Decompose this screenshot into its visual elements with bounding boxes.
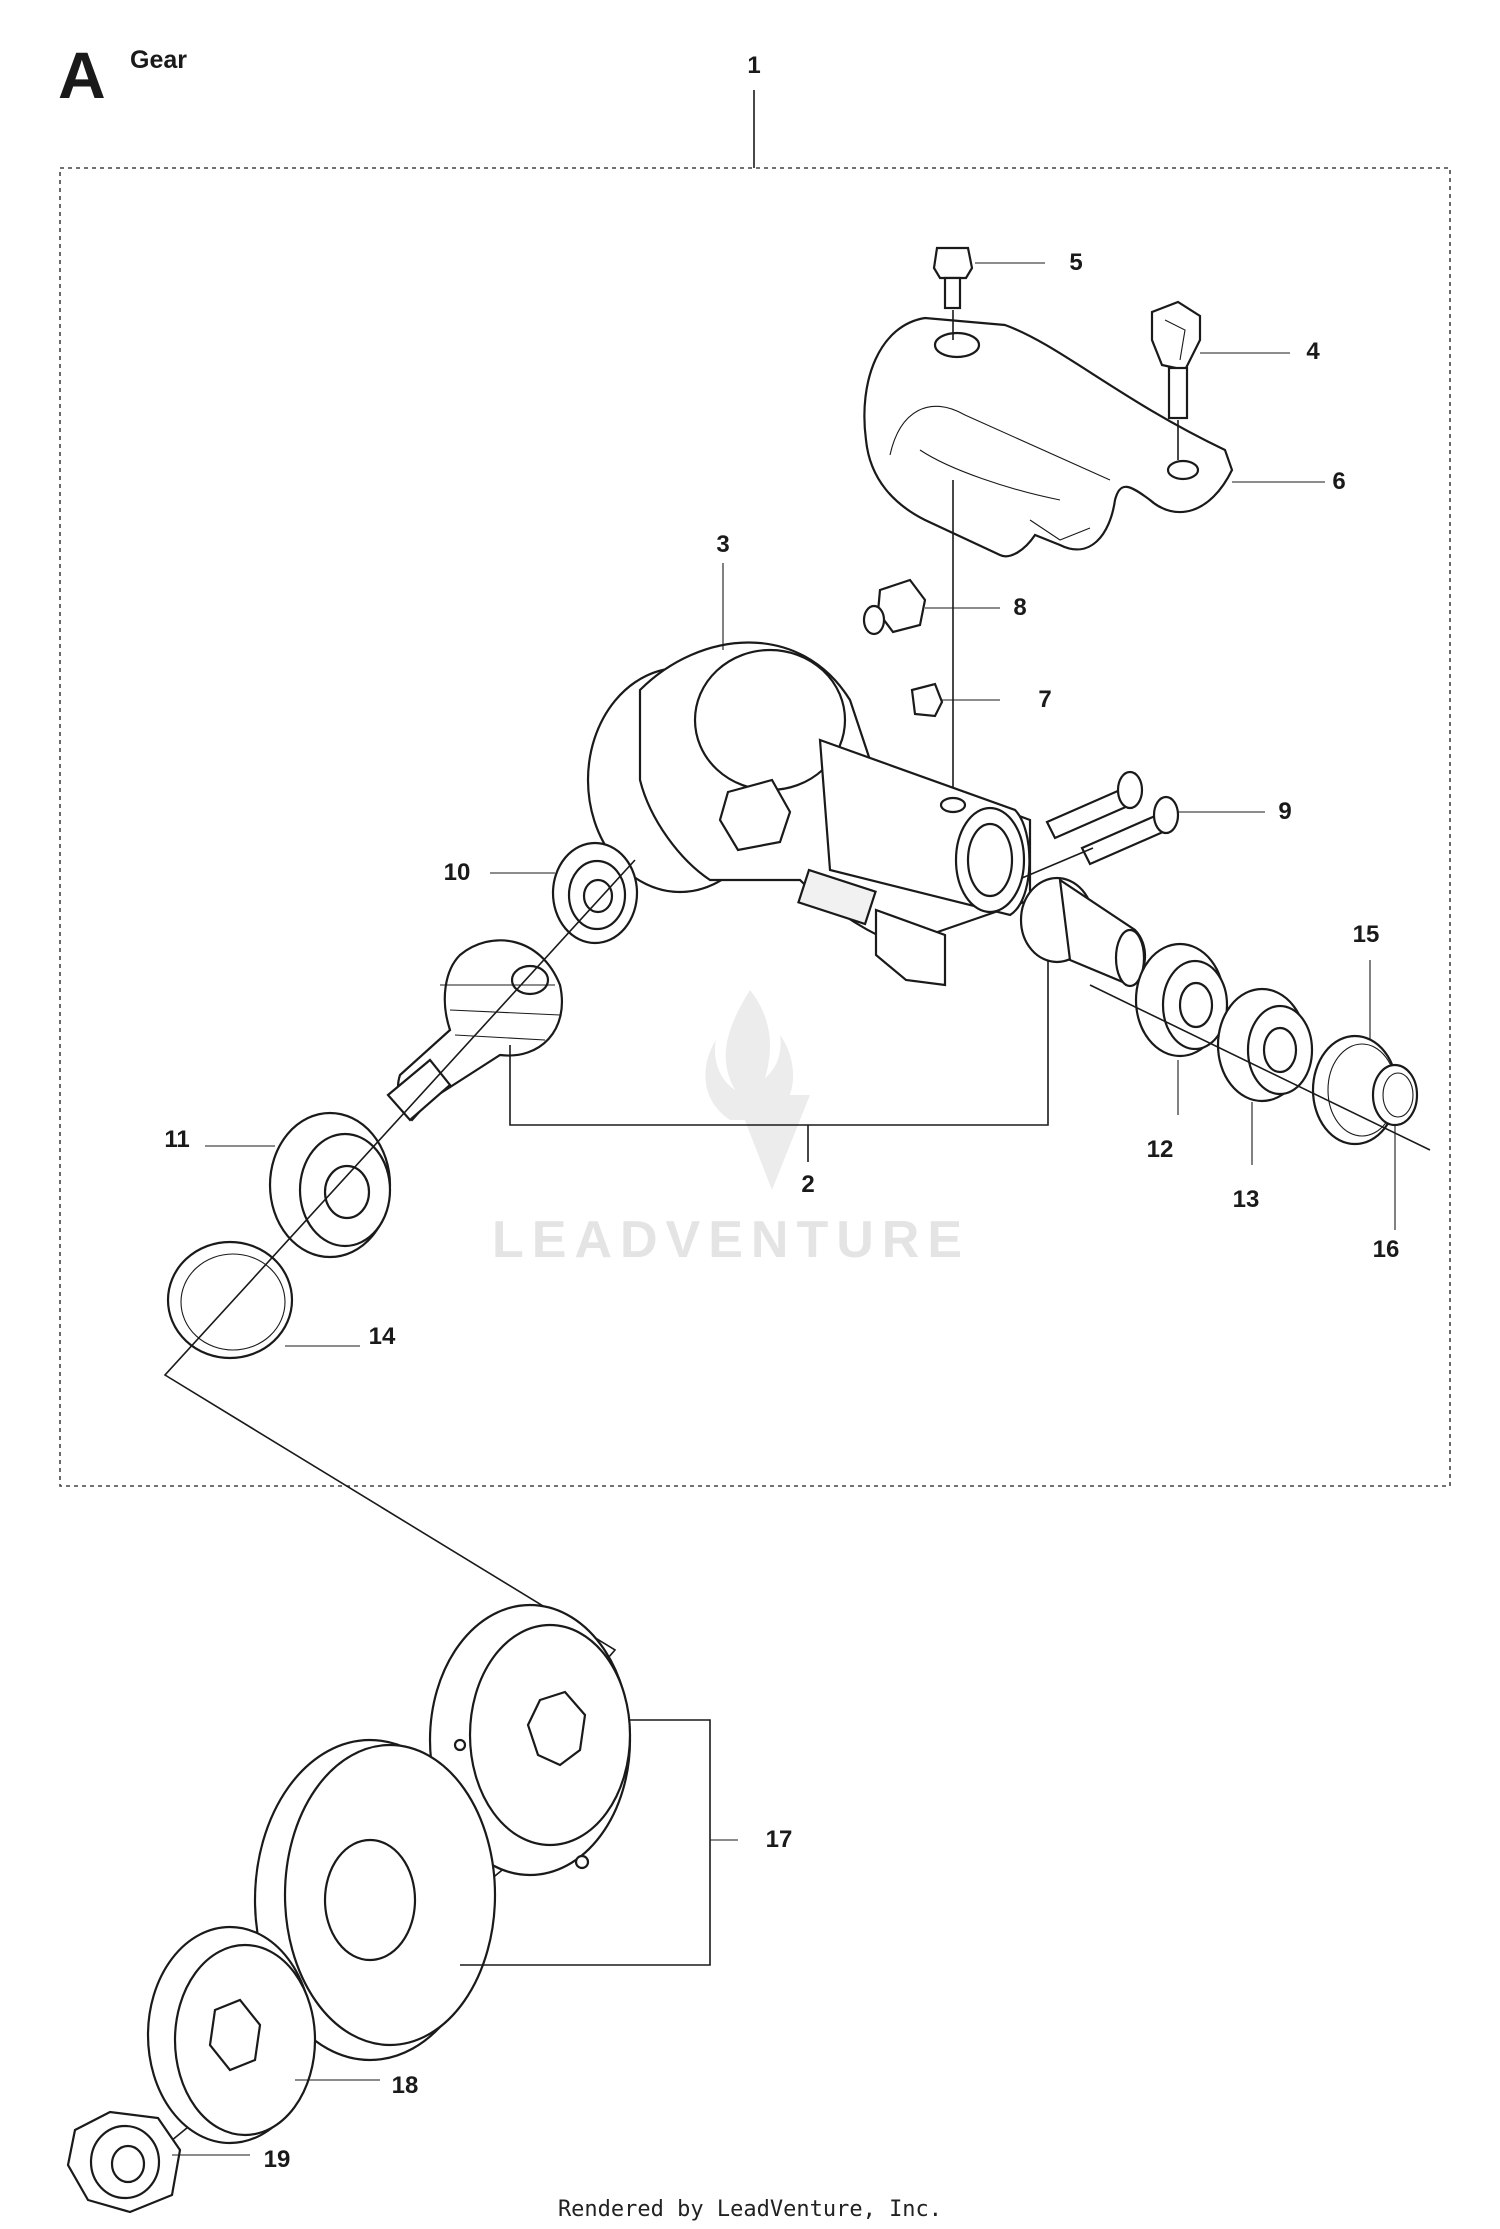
assembly-box: [59, 167, 1451, 1487]
leader-lines: [490, 262, 1325, 874]
part-2-bevel-gear-shaft[interactable]: [386, 939, 563, 1122]
part-19-nut[interactable]: [66, 2110, 250, 2214]
part-17-support-cup[interactable]: [253, 1738, 497, 2062]
footer-credit: Rendered by LeadVenture, Inc.: [557, 2197, 943, 2222]
callout-18[interactable]: 18: [391, 2072, 419, 2099]
leader-2-bracket: [509, 960, 1049, 1126]
callout-5[interactable]: 5: [1069, 249, 1083, 276]
part-5-screw[interactable]: [932, 246, 974, 340]
callout-15[interactable]: 15: [1352, 921, 1380, 948]
part-7-small-plug[interactable]: [910, 682, 1000, 718]
watermark-text: LEADVENTURE: [492, 1211, 971, 1269]
watermark-logo: [705, 990, 810, 1190]
callout-13[interactable]: 13: [1232, 1186, 1260, 1213]
callout-14[interactable]: 14: [368, 1323, 396, 1350]
part-3-gear-housing[interactable]: [586, 641, 1032, 987]
callout-3[interactable]: 3: [716, 531, 730, 558]
callout-2[interactable]: 2: [801, 1171, 815, 1198]
callout-7[interactable]: 7: [1038, 686, 1052, 713]
part-14-ring[interactable]: [166, 1240, 360, 1360]
part-6-clamp[interactable]: [863, 316, 1234, 558]
part-17-drive-disc[interactable]: [428, 1603, 632, 1877]
callout-8[interactable]: 8: [1013, 594, 1027, 621]
callout-9[interactable]: 9: [1278, 798, 1292, 825]
callout-1[interactable]: 1: [747, 52, 761, 79]
part-16-small-circlip[interactable]: [1371, 1063, 1419, 1230]
part-10-bearing[interactable]: [551, 841, 639, 945]
part-2-pinion-gear[interactable]: [1019, 876, 1147, 988]
callout-17[interactable]: 17: [765, 1826, 793, 1853]
callout-6[interactable]: 6: [1332, 468, 1346, 495]
section-letter: A: [58, 38, 106, 112]
axis-right: [1089, 984, 1431, 1151]
callout-10[interactable]: 10: [443, 859, 471, 886]
callout-12[interactable]: 12: [1146, 1136, 1174, 1163]
callout-11[interactable]: 11: [164, 1126, 190, 1153]
callout-19[interactable]: 19: [263, 2146, 291, 2173]
callout-16[interactable]: 16: [1372, 1236, 1400, 1263]
callout-4[interactable]: 4: [1306, 338, 1320, 365]
part-12-bearing[interactable]: [1134, 942, 1229, 1115]
part-4-pin[interactable]: [1150, 300, 1202, 460]
leader-17-bracket: [460, 1719, 711, 1966]
part-18-washer[interactable]: [146, 1925, 380, 2145]
section-title: Gear: [130, 46, 187, 74]
part-11-bearing[interactable]: [205, 1111, 392, 1259]
part-13-bearing[interactable]: [1216, 987, 1314, 1165]
part-9-bolts[interactable]: [1021, 770, 1265, 879]
part-8-plug[interactable]: [862, 578, 1000, 636]
